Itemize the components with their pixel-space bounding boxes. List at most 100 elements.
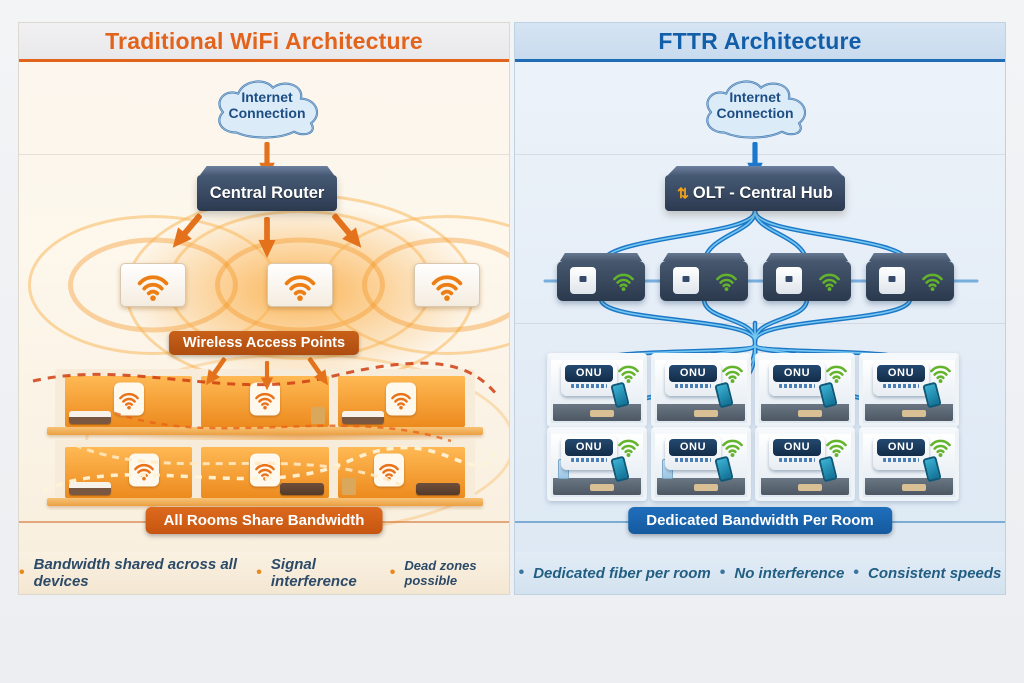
floor-slab xyxy=(47,427,483,435)
onu-label: ONU xyxy=(565,439,613,456)
room xyxy=(65,376,193,427)
wifi-icon xyxy=(390,389,412,409)
wifi-icon xyxy=(818,270,841,291)
footer-item: No interference xyxy=(734,564,845,582)
device-face xyxy=(570,267,596,294)
wifi-icon xyxy=(378,460,400,480)
wifi-icon xyxy=(118,389,140,409)
onu-subtext xyxy=(883,384,919,388)
house-floor-lower xyxy=(55,440,475,498)
ont-device xyxy=(660,261,748,301)
right-panel-title: FTTR Architecture xyxy=(658,27,862,54)
fttr-room: ONU xyxy=(859,353,959,427)
onu-label: ONU xyxy=(669,365,717,382)
onu-label: ONU xyxy=(877,439,925,456)
room-wifi-panel xyxy=(113,382,144,416)
bullet: • xyxy=(19,564,25,581)
access-point xyxy=(267,263,333,307)
rug xyxy=(589,410,614,417)
wifi-icon xyxy=(617,436,640,457)
onu-subtext xyxy=(675,384,711,388)
footer-item: Dedicated fiber per room xyxy=(533,564,711,582)
onu-label: ONU xyxy=(773,365,821,382)
onu-subtext xyxy=(571,384,607,388)
ont-device xyxy=(866,261,954,301)
olt-hub-label: OLT - Central Hub xyxy=(692,183,833,202)
ont-device xyxy=(557,261,645,301)
access-point xyxy=(414,263,480,307)
fttr-room: ONU xyxy=(547,353,647,427)
left-banner-row: All Rooms Share Bandwidth xyxy=(19,507,509,537)
right-banner-row: Dedicated Bandwidth Per Room xyxy=(515,507,1005,537)
fttr-room: ONU xyxy=(755,427,855,501)
wifi-icon xyxy=(254,389,276,409)
wifi-icon xyxy=(283,270,317,301)
bullet: • xyxy=(389,564,396,581)
fttr-room: ONU xyxy=(547,427,647,501)
fttr-room: ONU xyxy=(755,353,855,427)
room-wifi-panel xyxy=(373,453,404,487)
wifi-icon xyxy=(715,270,738,291)
onu-subtext xyxy=(571,458,607,462)
divider-line xyxy=(515,154,1005,155)
down-arrow-icon xyxy=(257,217,277,259)
onu-label: ONU xyxy=(877,365,925,382)
rug xyxy=(693,410,718,417)
divider-line xyxy=(19,154,509,155)
wifi-icon xyxy=(721,362,744,383)
onu-label: ONU xyxy=(773,439,821,456)
device-face xyxy=(879,267,905,294)
onu-unit: ONU xyxy=(561,436,617,470)
rug xyxy=(589,484,614,491)
floor-slab xyxy=(47,498,483,506)
onu-subtext xyxy=(779,458,815,462)
room xyxy=(201,447,329,498)
onu-unit: ONU xyxy=(873,362,929,396)
room-wifi-panel xyxy=(249,453,280,487)
onu-unit: ONU xyxy=(665,362,721,396)
furniture xyxy=(415,483,460,495)
right-panel-header: FTTR Architecture xyxy=(515,23,1005,62)
down-arrow-icon xyxy=(257,361,277,391)
onu-subtext xyxy=(883,458,919,462)
footer-item: Bandwidth shared across all devices xyxy=(33,556,238,590)
furniture xyxy=(69,411,111,424)
wifi-icon xyxy=(617,362,640,383)
ont-device xyxy=(763,261,851,301)
onu-unit: ONU xyxy=(769,436,825,470)
bullet: • xyxy=(853,564,860,581)
left-panel-title: Traditional WiFi Architecture xyxy=(105,27,423,54)
onu-unit: ONU xyxy=(665,436,721,470)
central-router-label: Central Router xyxy=(209,183,325,202)
furniture xyxy=(341,478,356,495)
divider-line xyxy=(515,323,1005,324)
fttr-room: ONU xyxy=(651,353,751,427)
central-router: Central Router xyxy=(197,175,337,211)
onu-label: ONU xyxy=(565,365,613,382)
wifi-icon xyxy=(825,362,848,383)
internet-cloud: Internet Connection xyxy=(693,75,817,141)
furniture xyxy=(341,411,384,424)
traditional-wifi-panel: Traditional WiFi Architecture Internet C… xyxy=(18,22,510,595)
furniture xyxy=(69,482,111,495)
onu-label: ONU xyxy=(669,439,717,456)
left-panel-header: Traditional WiFi Architecture xyxy=(19,23,509,62)
wifi-icon xyxy=(825,436,848,457)
room xyxy=(337,376,465,427)
furniture xyxy=(279,483,324,495)
right-banner: Dedicated Bandwidth Per Room xyxy=(628,507,892,534)
wifi-icon xyxy=(721,436,744,457)
onu-unit: ONU xyxy=(561,362,617,396)
left-footer: • Bandwidth shared across all devices • … xyxy=(19,552,509,594)
olt-central-hub: ⇅ OLT - Central Hub xyxy=(665,175,845,211)
internet-cloud: Internet Connection xyxy=(205,75,329,141)
wifi-icon xyxy=(136,270,170,301)
onu-subtext xyxy=(675,458,711,462)
wifi-icon xyxy=(929,362,952,383)
rug xyxy=(797,410,822,417)
rug xyxy=(693,484,718,491)
onu-subtext xyxy=(779,384,815,388)
bullet: • xyxy=(719,564,726,581)
room xyxy=(65,447,193,498)
wifi-icon xyxy=(612,270,635,291)
